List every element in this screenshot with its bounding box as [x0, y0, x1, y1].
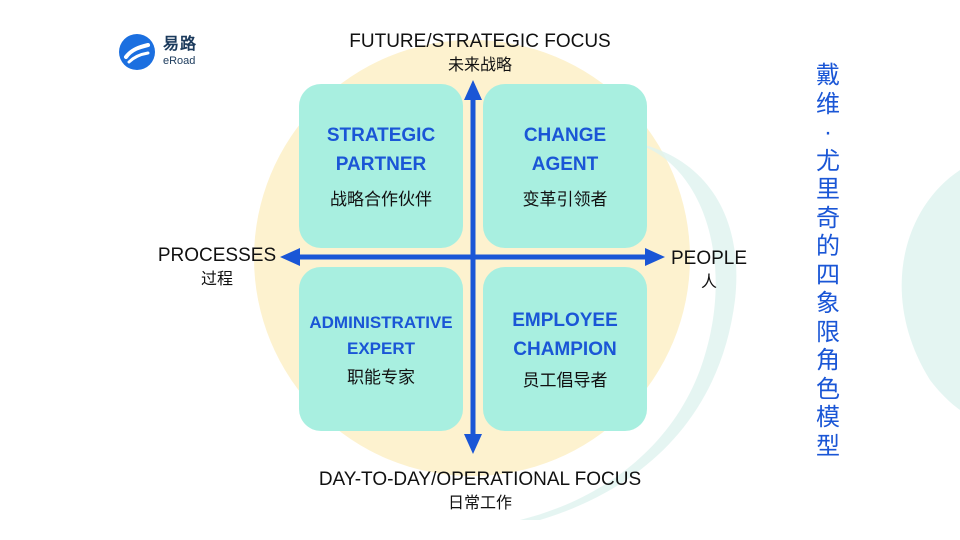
vertical-title-char: 色 [816, 375, 840, 403]
vertical-title-char: 奇 [816, 204, 840, 232]
axis-label-right: PEOPLE 人 [664, 247, 754, 293]
axis-right-cn: 人 [700, 273, 717, 291]
quadrant-title-line1: EMPLOYEE [512, 310, 618, 331]
vertical-title-char: 限 [816, 318, 840, 346]
axis-label-top: FUTURE/STRATEGIC FOCUS 未来战略 [330, 30, 630, 76]
arrow-up-icon [464, 80, 482, 100]
quadrant-title-line1: ADMINISTRATIVE [309, 313, 453, 332]
quadrant-title-line2: CHAMPION [513, 338, 617, 360]
background-wave-right [901, 170, 960, 410]
vertical-title-char: 尤 [816, 147, 840, 175]
quadrant-title-line2: AGENT [531, 153, 599, 175]
eroad-logo-icon [119, 34, 155, 70]
eroad-logo: 易路 eRoad [118, 33, 197, 71]
axis-label-left: PROCESSES 过程 [152, 244, 282, 290]
vertical-title-char: 型 [816, 432, 840, 460]
quadrant-subtitle-cn: 变革引领者 [522, 190, 608, 209]
vertical-title: 戴 维 · 尤 里 奇 的 四 象 限 角 色 模 型 [813, 62, 843, 461]
quadrant-subtitle-cn: 员工倡导者 [522, 371, 608, 390]
quadrant-title-line1: STRATEGIC [326, 125, 436, 146]
vertical-title-char: · [824, 119, 832, 146]
axis-top-en: FUTURE/STRATEGIC FOCUS [349, 31, 611, 52]
quadrant-title-line2: EXPERT [346, 338, 416, 358]
vertical-title-char: 戴 [816, 62, 840, 89]
vertical-title-char: 角 [816, 347, 840, 374]
axis-bottom-en: DAY-TO-DAY/OPERATIONAL FOCUS [318, 469, 642, 490]
arrow-right-icon [645, 248, 665, 266]
axis-bottom-cn: 日常工作 [447, 494, 512, 512]
axis-top-cn: 未来战略 [447, 56, 512, 74]
vertical-title-char: 模 [816, 404, 840, 431]
quadrant-change-agent: CHANGE AGENT 变革引领者 [483, 84, 647, 248]
quadrant-employee-champion: EMPLOYEE CHAMPION 员工倡导者 [483, 267, 647, 431]
logo-name-cn: 易路 [163, 36, 198, 53]
vertical-title-char: 四 [816, 261, 840, 289]
vertical-title-char: 的 [816, 233, 840, 260]
arrow-left-icon [280, 248, 300, 266]
axis-label-bottom: DAY-TO-DAY/OPERATIONAL FOCUS 日常工作 [300, 468, 660, 514]
logo-name-en: eRoad [163, 55, 196, 67]
quadrant-administrative-expert: ADMINISTRATIVE EXPERT 职能专家 [299, 267, 463, 431]
axis-left-cn: 过程 [200, 270, 233, 288]
axis-right-en: PEOPLE [670, 248, 748, 269]
background-wave [520, 140, 737, 520]
axis-left-en: PROCESSES [157, 245, 277, 266]
quadrant-subtitle-cn: 职能专家 [347, 368, 415, 387]
arrow-down-icon [464, 434, 482, 454]
vertical-title-char: 里 [816, 176, 840, 203]
vertical-title-char: 维 [816, 90, 840, 118]
quadrant-subtitle-cn: 战略合作伙伴 [330, 190, 432, 209]
vertical-title-char: 象 [816, 290, 840, 317]
quadrant-title-line1: CHANGE [523, 125, 607, 146]
quadrant-strategic-partner: STRATEGIC PARTNER 战略合作伙伴 [299, 84, 463, 248]
quadrant-title-line2: PARTNER [335, 153, 427, 175]
